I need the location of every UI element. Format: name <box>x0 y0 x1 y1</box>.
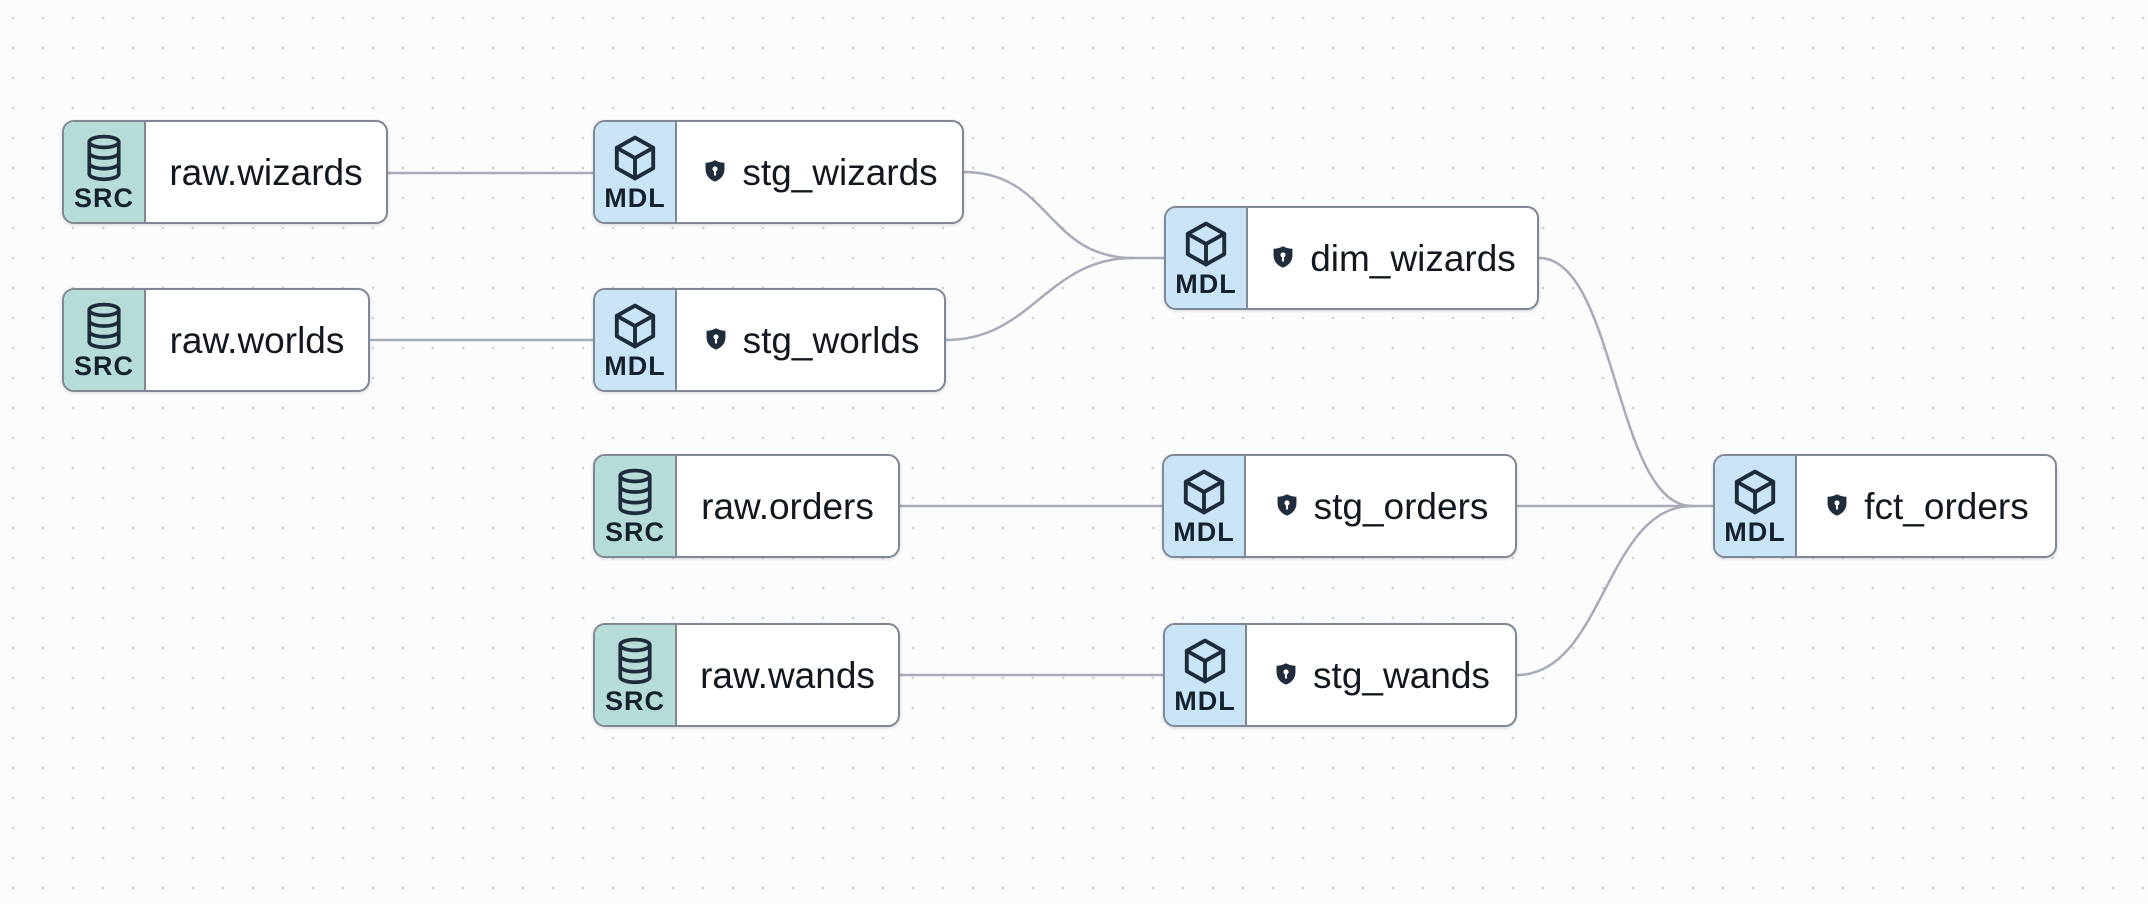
node-type-label: SRC <box>73 351 134 381</box>
shield-lock-icon <box>1269 244 1297 272</box>
node-dim-wizards[interactable]: MDL dim_wizards <box>1164 206 1539 310</box>
node-label: stg_wands <box>1313 654 1490 696</box>
node-label-section: raw.wizards <box>146 122 386 222</box>
node-stg-wizards[interactable]: MDL stg_wizards <box>593 120 964 224</box>
node-type-section: MDL <box>1715 456 1797 556</box>
database-icon <box>609 466 661 518</box>
cube-icon <box>609 300 661 352</box>
node-label: stg_worlds <box>742 319 920 361</box>
node-fct-orders[interactable]: MDL fct_orders <box>1713 454 2057 558</box>
node-raw-wands[interactable]: SRC raw.wands <box>593 623 900 727</box>
node-type-label: SRC <box>604 686 665 716</box>
shield-lock-icon <box>701 158 729 186</box>
cube-icon <box>1180 218 1232 270</box>
node-label: fct_orders <box>1864 485 2029 527</box>
cube-icon <box>1178 466 1230 518</box>
node-raw-wizards[interactable]: SRC raw.wizards <box>62 120 388 224</box>
node-label: raw.wands <box>700 654 875 696</box>
node-type-label: MDL <box>604 351 666 381</box>
node-type-label: MDL <box>1173 517 1235 547</box>
node-type-section: SRC <box>595 456 677 556</box>
node-label: stg_wizards <box>742 151 938 193</box>
node-label: raw.orders <box>701 485 874 527</box>
cube-icon <box>609 132 661 184</box>
node-label-section: stg_worlds <box>677 290 944 390</box>
edge-stg_wands-fct_orders <box>1515 504 1694 677</box>
node-raw-orders[interactable]: SRC raw.orders <box>593 454 900 558</box>
database-icon <box>78 132 130 184</box>
node-label-section: raw.worlds <box>146 290 368 390</box>
node-label-section: fct_orders <box>1797 456 2055 556</box>
node-type-label: MDL <box>1724 517 1786 547</box>
node-type-label: MDL <box>604 183 666 213</box>
node-type-label: MDL <box>1175 269 1237 299</box>
node-type-section: MDL <box>595 122 677 222</box>
node-type-section: MDL <box>1165 625 1247 725</box>
node-type-section: MDL <box>1166 208 1248 308</box>
shield-lock-icon <box>1272 661 1300 689</box>
node-type-section: MDL <box>1164 456 1246 556</box>
node-type-section: SRC <box>64 290 146 390</box>
shield-lock-icon <box>702 326 730 354</box>
node-label-section: stg_wizards <box>677 122 962 222</box>
node-label: stg_orders <box>1313 485 1489 527</box>
cube-icon <box>1179 635 1231 687</box>
node-label: raw.worlds <box>169 319 345 361</box>
node-label: dim_wizards <box>1310 237 1516 279</box>
database-icon <box>609 635 661 687</box>
node-label-section: dim_wizards <box>1248 208 1537 308</box>
node-label-section: raw.orders <box>677 456 898 556</box>
node-stg-orders[interactable]: MDL stg_orders <box>1162 454 1517 558</box>
node-type-section: MDL <box>595 290 677 390</box>
node-label-section: stg_wands <box>1247 625 1515 725</box>
node-label: raw.wizards <box>169 151 363 193</box>
edge-stg_worlds-dim_wizards <box>944 256 1135 342</box>
node-label-section: raw.wands <box>677 625 898 725</box>
node-stg-wands[interactable]: MDL stg_wands <box>1163 623 1517 727</box>
edge-dim_wizards-fct_orders <box>1537 256 1694 508</box>
edge-stg_wizards-dim_wizards <box>962 170 1166 260</box>
node-type-label: SRC <box>604 517 665 547</box>
shield-lock-icon <box>1823 492 1851 520</box>
node-type-section: SRC <box>64 122 146 222</box>
node-label-section: stg_orders <box>1246 456 1515 556</box>
database-icon <box>78 300 130 352</box>
node-raw-worlds[interactable]: SRC raw.worlds <box>62 288 370 392</box>
node-type-section: SRC <box>595 625 677 725</box>
node-stg-worlds[interactable]: MDL stg_worlds <box>593 288 946 392</box>
node-type-label: MDL <box>1174 686 1236 716</box>
shield-lock-icon <box>1273 492 1301 520</box>
node-type-label: SRC <box>73 183 134 213</box>
cube-icon <box>1729 466 1781 518</box>
